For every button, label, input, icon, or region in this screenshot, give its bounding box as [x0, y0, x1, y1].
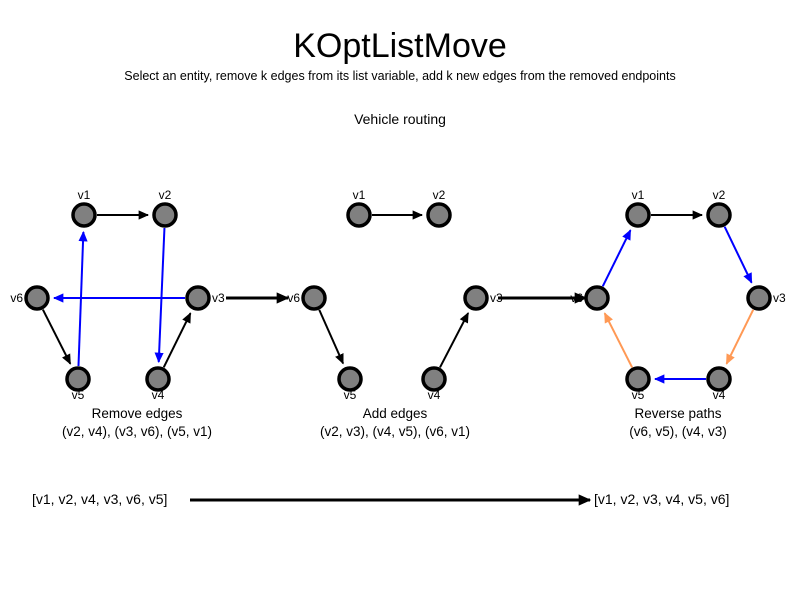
panel-captions: Remove edges (v2, v4), (v3, v6), (v5, v1)… [62, 406, 727, 439]
caption-add-title: Add edges [363, 406, 428, 421]
node-label-remove-v4: v4 [152, 388, 165, 402]
node-add-v5[interactable] [337, 366, 363, 392]
node-remove-v6[interactable] [24, 285, 50, 311]
node-label-reverse-v1: v1 [632, 188, 645, 202]
node-label-remove-v5: v5 [72, 388, 85, 402]
remove-edge-v6-v5 [41, 309, 72, 365]
node-remove-v4[interactable] [145, 366, 171, 392]
caption-remove-detail: (v2, v4), (v3, v6), (v5, v1) [62, 424, 212, 439]
node-label-reverse-v3: v3 [773, 291, 786, 305]
problem-domain-label: Vehicle routing [354, 111, 446, 127]
remove-edge-v5-v1 [77, 230, 88, 367]
caption-reverse-detail: (v6, v5), (v4, v3) [629, 424, 727, 439]
node-reverse-v5[interactable] [625, 366, 651, 392]
page-subtitle: Select an entity, remove k edges from it… [124, 69, 676, 83]
node-label-remove-v1: v1 [78, 188, 91, 202]
node-label-remove-v2: v2 [159, 188, 172, 202]
caption-add-detail: (v2, v3), (v4, v5), (v6, v1) [320, 424, 470, 439]
remove-edge-v4-v3 [162, 312, 192, 368]
node-remove-v1[interactable] [71, 202, 97, 228]
node-label-add-v6: v6 [287, 291, 300, 305]
reverse-edge-v3-v4 [725, 309, 755, 365]
node-reverse-v4[interactable] [706, 366, 732, 392]
node-label-remove-v3: v3 [212, 291, 225, 305]
node-add-v1[interactable] [346, 202, 372, 228]
node-remove-v3[interactable] [185, 285, 211, 311]
node-label-reverse-v6: v6 [570, 291, 583, 305]
node-remove-v2[interactable] [152, 202, 178, 228]
node-add-v2[interactable] [426, 202, 452, 228]
node-label-add-v5: v5 [344, 388, 357, 402]
node-label-add-v3: v3 [490, 291, 503, 305]
reverse-edge-v2-v3 [723, 226, 753, 284]
node-add-v4[interactable] [421, 366, 447, 392]
node-reverse-v1[interactable] [625, 202, 651, 228]
node-label-remove-v6: v6 [10, 291, 23, 305]
list-after: [v1, v2, v3, v4, v5, v6] [594, 491, 729, 507]
list-before: [v1, v2, v4, v3, v6, v5] [32, 491, 167, 507]
reverse-edge-v6-v1 [601, 229, 632, 287]
edges-layer [41, 210, 755, 384]
nodes-layer: v1 v2 v3 v4 v5 v6 v1 v2 v3 v4 v5 v6 v1 v2 v3 v4 v5 v6 [10, 188, 786, 402]
node-reverse-v2[interactable] [706, 202, 732, 228]
list-variable-transition: [v1, v2, v4, v3, v6, v5] [v1, v2, v3, v4,… [32, 491, 729, 507]
node-reverse-v6[interactable] [584, 285, 610, 311]
remove-edge-v2-v4 [154, 227, 166, 364]
node-label-reverse-v4: v4 [713, 388, 726, 402]
caption-remove-title: Remove edges [92, 406, 183, 421]
add-edge-v6-v5 [318, 309, 345, 365]
node-label-add-v2: v2 [433, 188, 446, 202]
node-add-v3[interactable] [463, 285, 489, 311]
reverse-edge-v5-v6 [603, 312, 634, 368]
node-label-reverse-v5: v5 [632, 388, 645, 402]
add-edge-v4-v3 [439, 312, 470, 368]
node-label-add-v1: v1 [353, 188, 366, 202]
node-add-v6[interactable] [301, 285, 327, 311]
node-label-add-v4: v4 [428, 388, 441, 402]
page-title: KOptListMove [293, 27, 507, 65]
caption-reverse-title: Reverse paths [634, 406, 721, 421]
node-remove-v5[interactable] [65, 366, 91, 392]
node-reverse-v3[interactable] [746, 285, 772, 311]
node-label-reverse-v2: v2 [713, 188, 726, 202]
